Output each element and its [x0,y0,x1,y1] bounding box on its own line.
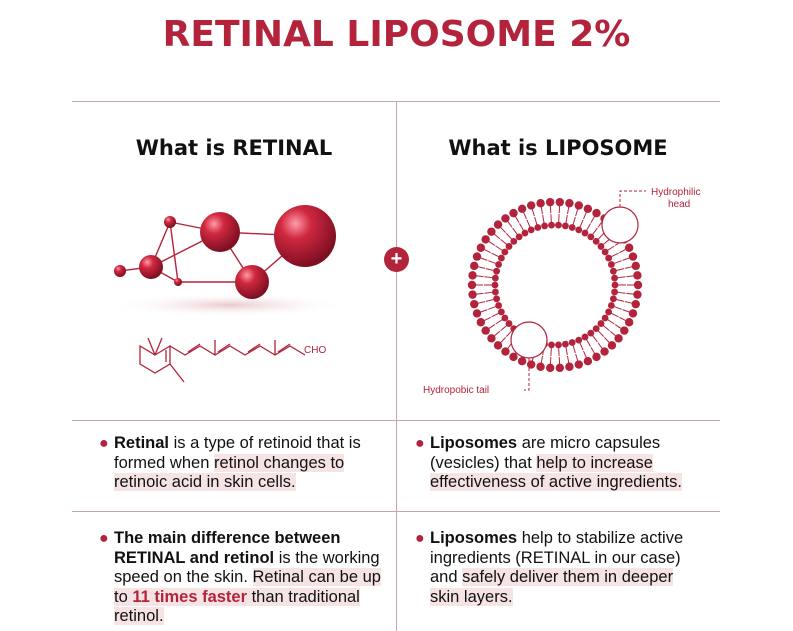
retinal-term: Retinal [114,434,170,452]
atom-small-left [114,265,126,277]
atom-lower [235,265,269,299]
bullet-icon: ● [415,530,425,547]
retinal-def-text: is a type of retinoid that is formed whe… [114,434,361,472]
difference-term: The main difference between RETINAL and … [114,529,341,567]
atom-tiny [174,278,182,286]
liposome-function-term: Liposomes [430,529,518,547]
hydrophilic-label-2: head [668,199,690,210]
plus-icon: + [384,247,409,272]
retinal-difference: ● The main difference between RETINAL an… [99,529,384,627]
liposome-heading: What is LIPOSOME [448,136,668,160]
bullet-icon: ● [99,435,109,452]
atom-top-small [164,216,176,228]
magnified-head-circle [601,206,639,244]
liposome-function-highlight: safely deliver them in deeper skin layer… [430,568,674,606]
magnified-tail-circle [510,321,548,359]
liposome-function: ● Liposomes help to stabilize active ing… [415,529,700,607]
formula-cho-label: CHO [304,345,326,356]
bullet-icon: ● [99,530,109,547]
divider-vertical [396,101,397,631]
retinal-definition: ● Retinal is a type of retinoid that is … [99,434,384,493]
atom-left [139,255,163,279]
retinal-heading: What is RETINAL [135,136,333,160]
liposome-def-text: are micro capsules (vesicles) that [430,434,661,472]
hydrophilic-label-1: Hydrophilic [651,187,700,198]
liposome-definition: ● Liposomes are micro capsules (vesicles… [415,434,700,493]
difference-text: is the working speed on the skin. [114,548,380,587]
liposome-term: Liposomes [430,434,518,452]
page-title: RETINAL LIPOSOME 2% [162,14,631,55]
liposome-function-text: help to stabilize active ingredients (RE… [430,529,684,586]
skeletal-formula [139,337,306,383]
liposome-illustration: Hydrophilic head Hydropobic tail [423,187,700,396]
atom-large [274,205,336,267]
hydrophobic-label: Hydropobic tail [423,385,489,396]
difference-emphasis: 11 times faster [132,587,248,606]
bullet-icon: ● [415,435,425,452]
liposome-def-highlight: help to increase effectiveness of active… [430,453,682,491]
atom-center [200,212,240,252]
molecule-illustration: CHO [110,205,350,383]
